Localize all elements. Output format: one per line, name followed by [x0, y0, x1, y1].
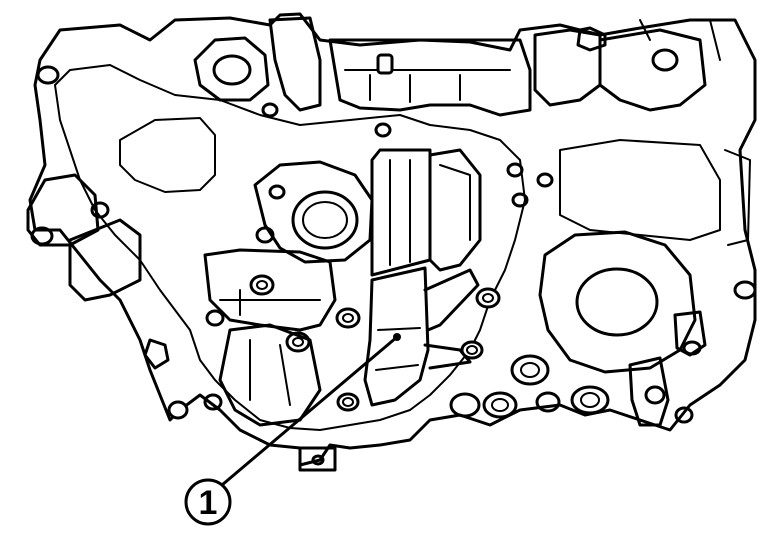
chain-guide-part [363, 266, 480, 407]
bolt-1 [335, 307, 361, 329]
left-lower-housing [203, 248, 337, 427]
bottom-flange-tab [298, 446, 337, 472]
callout-leader-line [220, 335, 399, 487]
top-right-bracket [533, 19, 721, 112]
bolt-6 [336, 392, 360, 412]
central-cover-plate [253, 160, 374, 264]
left-side-bracket [26, 117, 216, 370]
top-center-housing [268, 16, 532, 117]
bolt-2 [475, 287, 501, 309]
right-crankshaft-boss [538, 139, 751, 374]
callout-1: 1 [184, 478, 232, 526]
callout-circle [184, 478, 232, 526]
bolt-7 [167, 400, 189, 420]
callout-number: 1 [199, 484, 218, 522]
right-mounting-bosses [449, 162, 757, 427]
upper-left-flange [36, 36, 392, 138]
bolt-3 [460, 340, 484, 360]
central-guide-rail [370, 148, 482, 277]
bolt-5 [249, 274, 275, 296]
